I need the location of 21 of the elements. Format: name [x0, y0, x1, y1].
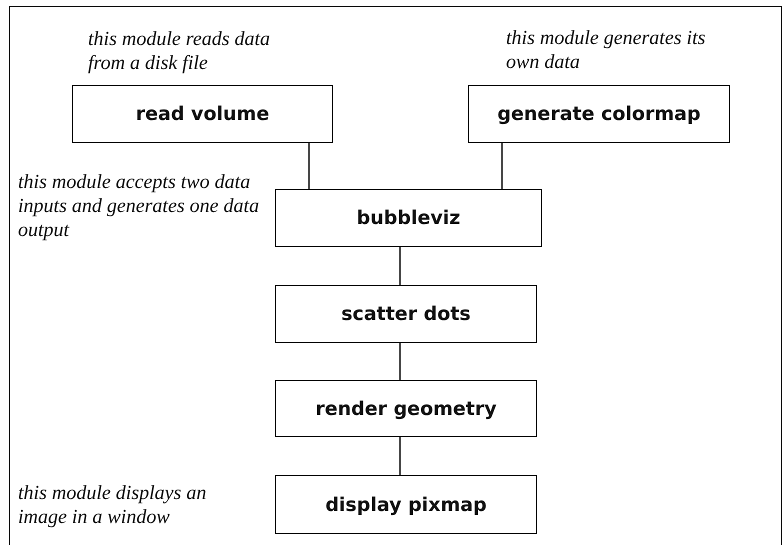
module-name: scatter dots [341, 303, 471, 325]
module-box [275, 475, 537, 534]
module-name: generate colormap [497, 103, 701, 125]
module-box [275, 285, 537, 343]
connector-line [399, 343, 401, 380]
module-name: render geometry [315, 398, 497, 420]
module-box [72, 85, 333, 143]
connector-line [501, 143, 503, 189]
annotation-text: this module generates its own data [506, 26, 706, 74]
module-name: read volume [136, 103, 270, 125]
connector-line [308, 143, 310, 189]
module-name: bubbleviz [356, 207, 460, 229]
module-box [275, 380, 537, 437]
module-name: display pixmap [325, 494, 487, 516]
annotation-text: this module reads data from a disk file [88, 27, 272, 75]
connector-line [399, 437, 401, 475]
connector-line [399, 247, 401, 285]
annotation-text: this module displays an image in a window [18, 481, 208, 529]
module-box [468, 85, 730, 143]
annotation-text: this module accepts two data inputs and generates one data output [18, 170, 260, 242]
module-box [275, 189, 542, 247]
